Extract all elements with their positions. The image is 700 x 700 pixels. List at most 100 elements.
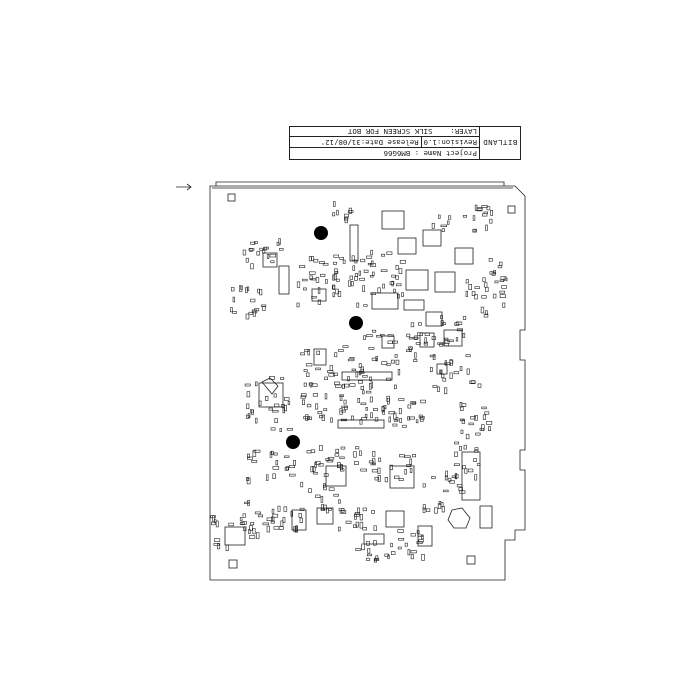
smd-pad xyxy=(472,229,477,232)
smd-pad xyxy=(462,316,467,320)
fiducial-middle xyxy=(349,316,363,330)
ic-u22 xyxy=(261,377,279,395)
smd-pad xyxy=(255,381,258,387)
smd-pad xyxy=(480,306,485,314)
smd-pad xyxy=(410,401,417,404)
smd-pad xyxy=(270,260,275,264)
smd-pad xyxy=(380,253,385,257)
smd-pad xyxy=(341,383,346,389)
smd-pad xyxy=(367,548,371,554)
smd-pad xyxy=(408,416,416,420)
smd-pad xyxy=(215,520,219,528)
smd-pad xyxy=(317,410,323,415)
smd-pad xyxy=(462,332,466,338)
smd-pad xyxy=(357,507,360,514)
smd-pad xyxy=(474,286,480,289)
smd-pad xyxy=(330,417,333,423)
smd-pad xyxy=(328,508,332,511)
smd-pad xyxy=(462,215,468,218)
smd-pad xyxy=(462,465,466,470)
smd-pad xyxy=(317,299,322,305)
smd-pad xyxy=(272,473,276,479)
smd-pad xyxy=(375,555,379,561)
smd-pad xyxy=(365,557,371,561)
smd-pad xyxy=(339,408,343,415)
smd-pad xyxy=(365,406,368,411)
smd-pad xyxy=(407,416,411,421)
smd-pad xyxy=(323,473,329,477)
smd-pad xyxy=(416,541,423,545)
smd-pad xyxy=(456,483,463,488)
smd-pad xyxy=(454,451,458,457)
smd-pad xyxy=(349,383,356,387)
smd-pad xyxy=(481,424,485,431)
smd-pad xyxy=(280,377,285,380)
mounting-hole-tr xyxy=(507,205,516,214)
smd-pad xyxy=(444,337,449,341)
ic-u5 xyxy=(434,271,456,293)
smd-pad xyxy=(213,542,220,546)
smd-pad xyxy=(497,265,503,269)
ic-u6 xyxy=(454,247,474,265)
mounting-hole-bl xyxy=(228,559,238,569)
smd-pad xyxy=(335,448,339,453)
smd-pad xyxy=(247,413,251,418)
smd-pad xyxy=(404,468,407,475)
smd-pad xyxy=(217,543,221,550)
smd-pad xyxy=(370,412,373,419)
smd-pad xyxy=(319,445,323,451)
smd-pad xyxy=(273,526,280,530)
smd-pad xyxy=(251,459,258,463)
smd-pad xyxy=(468,283,472,290)
smd-pad xyxy=(313,258,319,263)
smd-pad xyxy=(303,287,307,291)
smd-pad xyxy=(242,513,246,518)
smd-pad xyxy=(214,538,221,542)
smd-pad xyxy=(500,276,507,280)
smd-pad xyxy=(390,542,393,548)
smd-pad xyxy=(417,322,422,326)
smd-pad xyxy=(352,524,358,528)
smd-pad xyxy=(272,409,279,413)
smd-pad xyxy=(404,455,411,458)
smd-pad xyxy=(309,275,313,280)
smd-pad xyxy=(499,294,506,299)
smd-pad xyxy=(465,290,468,297)
smd-pad xyxy=(283,397,290,401)
smd-pad xyxy=(395,265,399,270)
smd-pad xyxy=(386,395,390,402)
smd-pad xyxy=(382,283,385,289)
smd-pad xyxy=(250,298,256,303)
smd-pad xyxy=(397,369,401,376)
smd-pad xyxy=(351,255,355,261)
smd-pad xyxy=(488,426,491,432)
smd-pad xyxy=(355,446,360,450)
smd-pad xyxy=(278,238,281,245)
smd-pad xyxy=(337,526,341,532)
smd-pad xyxy=(232,311,237,314)
smd-pad xyxy=(392,423,398,427)
smd-pad xyxy=(456,328,464,332)
smd-pad xyxy=(431,336,436,340)
smd-pad xyxy=(424,337,427,344)
smd-pad xyxy=(332,274,336,281)
smd-pad xyxy=(354,514,360,517)
smd-pad xyxy=(391,280,394,287)
smd-pad xyxy=(367,262,372,266)
smd-pad xyxy=(445,470,449,477)
smd-pad xyxy=(451,475,457,478)
smd-pad xyxy=(303,382,307,387)
smd-pad xyxy=(300,393,307,397)
smd-pad xyxy=(245,257,249,263)
smd-pad xyxy=(381,361,388,365)
smd-pad xyxy=(244,383,251,387)
smd-pad xyxy=(380,269,388,272)
smd-pad xyxy=(310,466,314,473)
smd-pad xyxy=(401,292,404,297)
smd-pad xyxy=(360,385,365,390)
smd-pad xyxy=(334,270,339,274)
smd-pad xyxy=(426,508,431,512)
smd-pad xyxy=(373,408,378,411)
smd-pad xyxy=(366,541,370,546)
smd-pad xyxy=(282,517,286,524)
